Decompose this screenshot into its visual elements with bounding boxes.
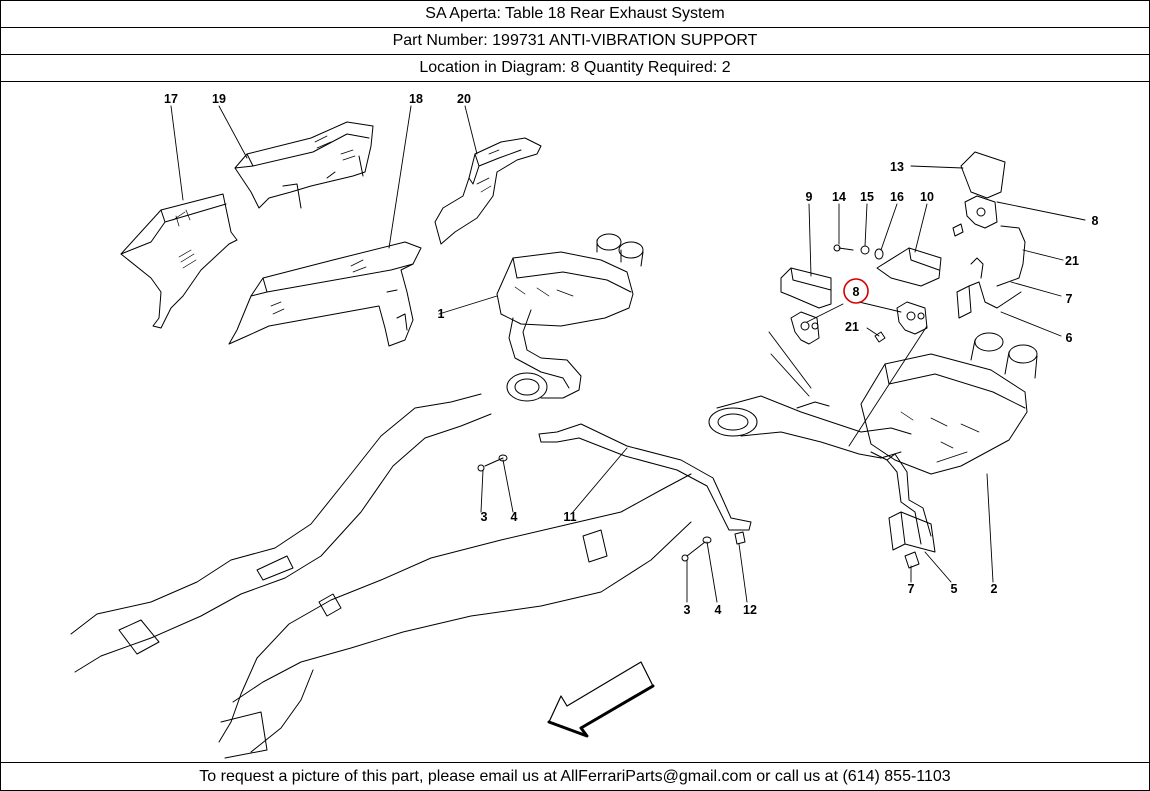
callout-4: 4: [511, 510, 518, 524]
direction-arrow: [547, 661, 655, 738]
callout-7: 7: [908, 582, 915, 596]
callout-12: 12: [743, 603, 757, 617]
anti-vibration-support-left: [790, 311, 820, 345]
callout-17: 17: [164, 92, 178, 106]
contact-footer: To request a picture of this part, pleas…: [199, 768, 951, 785]
callout-19: 19: [212, 92, 226, 106]
callout-2: 2: [991, 582, 998, 596]
callout-4: 4: [715, 603, 722, 617]
header-divider: [1, 54, 1149, 55]
callout-3: 3: [481, 510, 488, 524]
leader-lines: [170, 105, 1086, 603]
bracket-6: [956, 257, 1022, 319]
callout-20: 20: [457, 92, 471, 106]
muffler-left: [496, 233, 644, 402]
heat-shield-17: [120, 193, 238, 329]
callout-8: 8: [1092, 214, 1099, 228]
callout-8: 8: [853, 285, 860, 299]
footer-divider: [1, 762, 1149, 763]
callout-21: 21: [845, 320, 859, 334]
header-divider: [1, 81, 1149, 82]
header-divider: [1, 27, 1149, 28]
muffler-right: [860, 332, 1038, 475]
callout-6: 6: [1066, 331, 1073, 345]
bracket-13: [960, 151, 1026, 287]
bracket-10: [876, 247, 942, 287]
callout-9: 9: [806, 190, 813, 204]
callout-18: 18: [409, 92, 423, 106]
callout-16: 16: [890, 190, 904, 204]
callout-11: 11: [563, 510, 576, 524]
callout-3: 3: [684, 603, 691, 617]
callout-13: 13: [890, 160, 904, 174]
callout-7: 7: [1066, 292, 1073, 306]
anti-vibration-support-right: [896, 301, 928, 335]
callout-5: 5: [951, 582, 958, 596]
table-title: SA Aperta: Table 18 Rear Exhaust System: [425, 5, 725, 22]
callout-10: 10: [920, 190, 934, 204]
highlight-circle: [843, 278, 869, 304]
inlet-pipe-right: [708, 395, 932, 545]
heat-shield-19: [234, 121, 374, 209]
heat-shield-18: [228, 241, 422, 347]
part-number-line: Part Number: 199731 ANTI-VIBRATION SUPPO…: [392, 32, 758, 49]
callout-15: 15: [860, 190, 874, 204]
callout-21: 21: [1065, 254, 1079, 268]
heat-shield-20: [434, 137, 542, 245]
callout-14: 14: [832, 190, 846, 204]
hardware-fasteners: [477, 223, 964, 562]
bracket-5: [888, 511, 936, 569]
stabilizer-bar-11: [538, 423, 752, 531]
callout-1: 1: [438, 307, 445, 321]
front-pipes: [70, 393, 692, 759]
bracket-9: [780, 267, 832, 309]
location-line: Location in Diagram: 8 Quantity Required…: [419, 59, 731, 76]
